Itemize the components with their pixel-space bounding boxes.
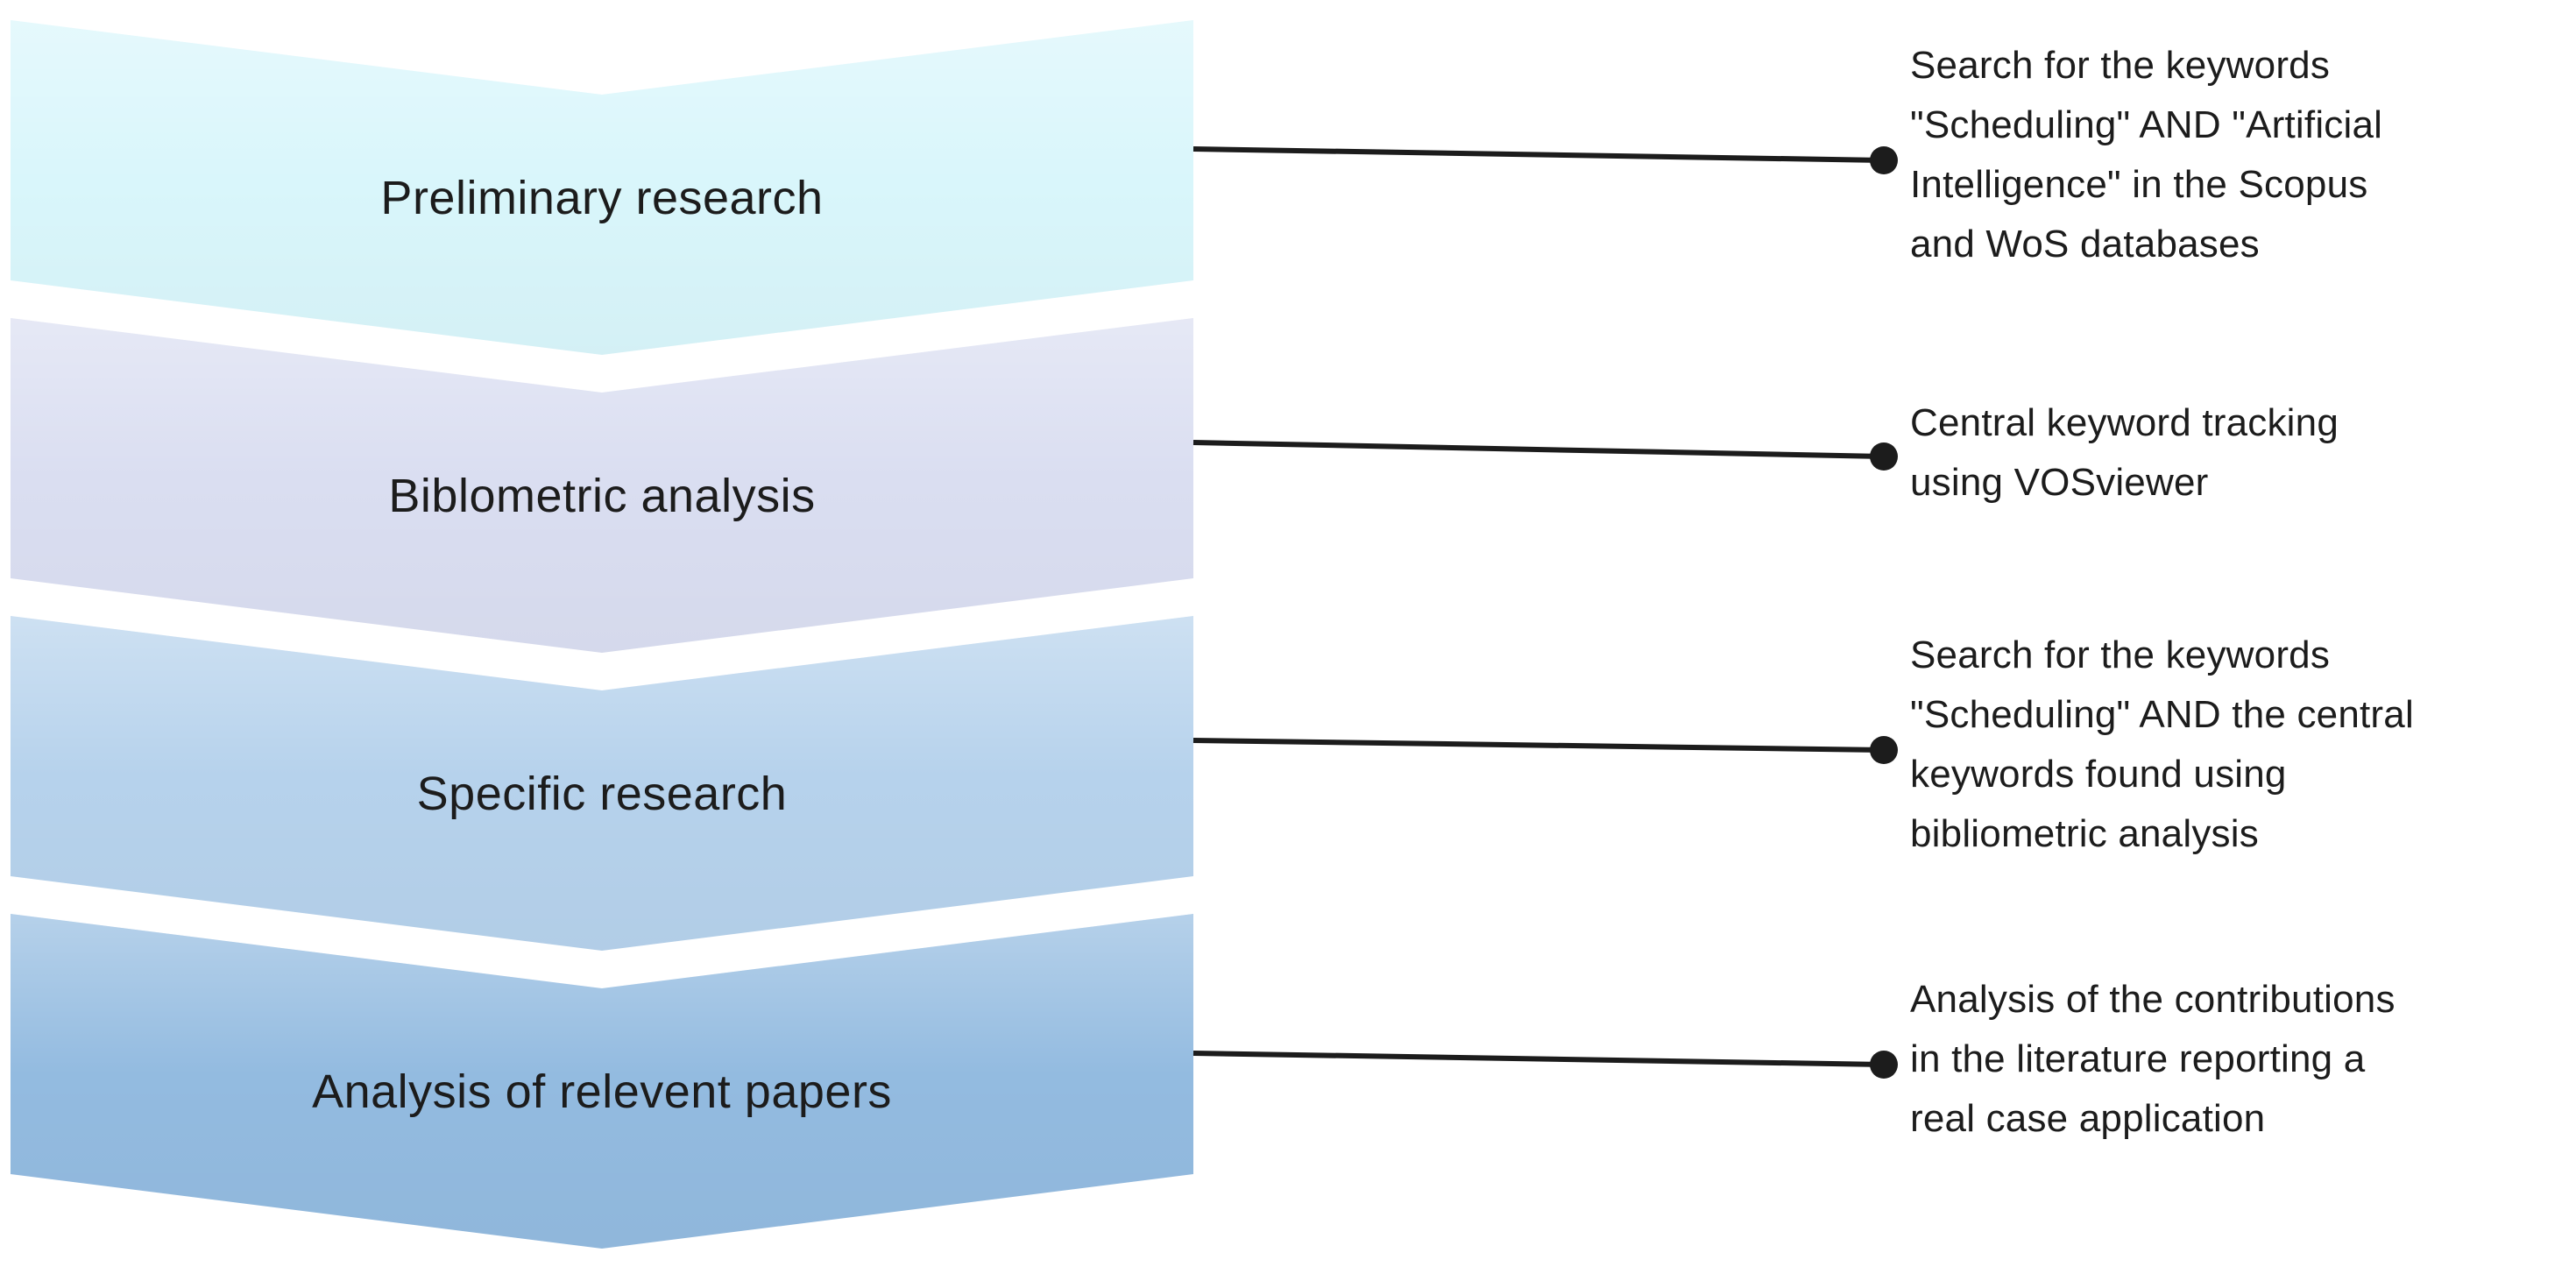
annotation-line: "Scheduling" AND the central — [1910, 693, 2414, 736]
connector-bullet-4 — [1870, 1051, 1898, 1079]
connector-bullet-3 — [1870, 736, 1898, 764]
step-label-biblometric-analysis: Biblometric analysis — [388, 470, 816, 522]
annotation-line: Central keyword tracking — [1910, 401, 2339, 444]
connector-bullet-2 — [1870, 442, 1898, 471]
annotation-line: Search for the keywords — [1910, 44, 2331, 87]
connector-bullet-1 — [1870, 146, 1898, 174]
step-label-analysis-relevant-papers: Analysis of relevent papers — [312, 1065, 892, 1118]
process-chevron-analysis-relevant-papers — [11, 914, 1193, 1249]
connector-line-4 — [1192, 1051, 1885, 1067]
annotation-analysis-relevant-papers: Analysis of the contributions in the lite… — [1910, 970, 2576, 1149]
connector-line-1 — [1192, 146, 1885, 163]
annotation-biblometric-analysis: Central keyword tracking using VOSviewer — [1910, 393, 2576, 513]
annotation-line: Search for the keywords — [1910, 633, 2331, 676]
annotation-line: using VOSviewer — [1910, 461, 2209, 504]
annotation-preliminary-research: Search for the keywords "Scheduling" AND … — [1910, 36, 2576, 274]
connector-line-3 — [1192, 738, 1885, 753]
annotation-line: keywords found using — [1910, 753, 2287, 796]
annotation-line: Intelligence" in the Scopus — [1910, 163, 2368, 206]
annotation-line: bibliometric analysis — [1910, 812, 2259, 855]
annotation-line: Analysis of the contributions — [1910, 978, 2396, 1021]
annotation-line: and WoS databases — [1910, 223, 2260, 265]
step-label-preliminary-research: Preliminary research — [380, 172, 824, 224]
annotation-line: real case application — [1910, 1097, 2266, 1140]
annotation-specific-research: Search for the keywords "Scheduling" AND … — [1910, 626, 2576, 864]
annotation-line: in the literature reporting a — [1910, 1037, 2366, 1080]
annotation-line: "Scheduling" AND "Artificial — [1910, 103, 2383, 146]
step-label-specific-research: Specific research — [416, 768, 788, 820]
connector-line-2 — [1192, 440, 1885, 459]
